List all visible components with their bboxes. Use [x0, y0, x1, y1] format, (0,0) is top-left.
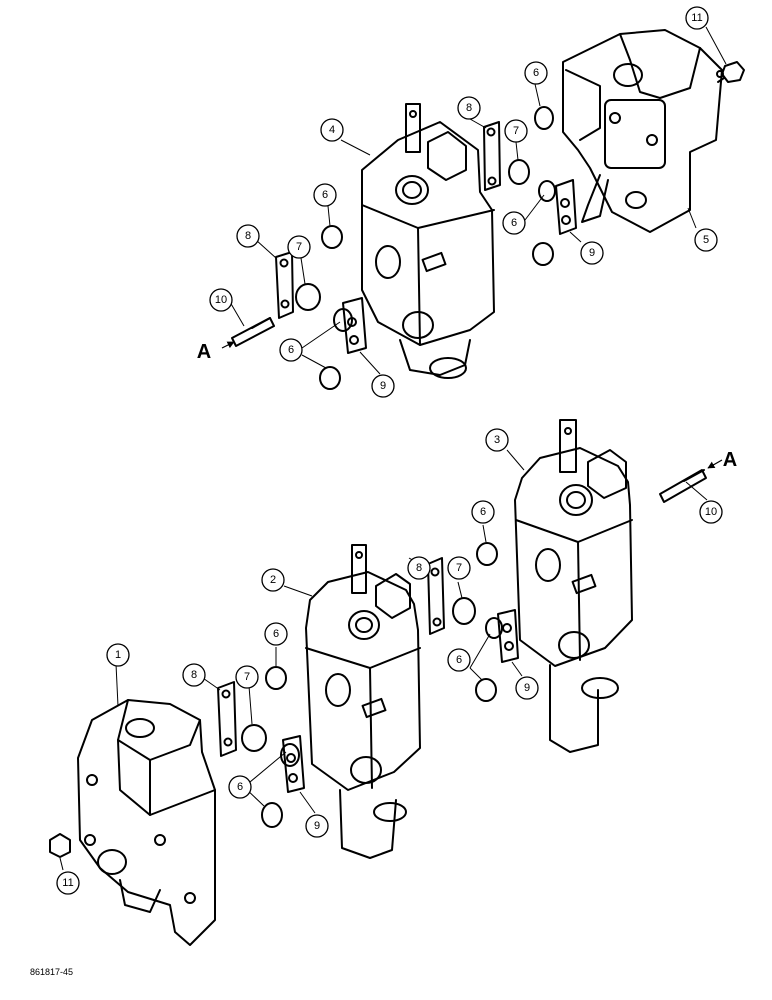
callout-7: 7	[244, 671, 250, 683]
callout-6: 6	[511, 217, 517, 229]
callout-6: 6	[288, 344, 294, 356]
section-arrows	[221, 341, 723, 469]
plate-9-upper-left	[342, 297, 367, 354]
nut-lower-part	[49, 833, 71, 858]
callout-8: 8	[466, 102, 472, 114]
callout-1: 1	[115, 649, 121, 661]
callout-2: 2	[270, 574, 276, 586]
callout-6: 6	[237, 781, 243, 793]
callout-6: 6	[456, 654, 462, 666]
valve-section-lower-right-part	[514, 419, 633, 753]
plate-9-upper-right	[555, 179, 577, 235]
callout-3: 3	[494, 434, 500, 446]
gasket-upper-left	[275, 251, 294, 319]
callout-4: 4	[329, 124, 335, 136]
callout-7: 7	[296, 241, 302, 253]
callout-9: 9	[380, 380, 386, 392]
plate-9-lower-right	[497, 609, 519, 663]
callout-circles	[56, 6, 723, 895]
callout-numbers: 4 6 8 11 7 6 9 5 6 8 7 10 6 9 1 2 3 6 8 …	[62, 12, 717, 889]
callout-6: 6	[480, 506, 486, 518]
leader-lines	[59, 26, 727, 871]
callout-11: 11	[691, 12, 702, 24]
callout-6: 6	[273, 628, 279, 640]
callout-7: 7	[513, 125, 519, 137]
callout-8: 8	[245, 230, 251, 242]
callout-10: 10	[215, 294, 227, 306]
callout-11: 11	[62, 877, 73, 889]
callout-9: 9	[314, 820, 320, 832]
gasket-lower-left	[217, 681, 237, 757]
callout-6: 6	[322, 189, 328, 201]
gasket-lower-right	[427, 557, 445, 635]
o-rings-lower	[241, 542, 503, 828]
callout-5: 5	[703, 234, 709, 246]
inlet-cover-part	[77, 699, 216, 946]
gasket-upper-right	[483, 121, 501, 191]
valve-section-lower-middle-part	[305, 544, 421, 859]
stud-lower	[659, 469, 707, 503]
callout-6: 6	[533, 67, 539, 79]
section-letter-a-lower: A	[723, 449, 737, 471]
callout-10: 10	[705, 506, 717, 518]
end-cover-top-part	[562, 29, 724, 233]
plate-9-lower-left	[282, 735, 305, 793]
callout-7: 7	[456, 562, 462, 574]
callout-8: 8	[416, 562, 422, 574]
callout-9: 9	[524, 682, 530, 694]
o-rings-upper	[295, 106, 556, 390]
callout-8: 8	[191, 669, 197, 681]
nut-upper-part	[717, 61, 745, 83]
figure-reference: 861817-45	[30, 967, 73, 977]
callout-9: 9	[589, 247, 595, 259]
stud-upper	[231, 317, 275, 347]
section-letter-a-upper: A	[197, 341, 211, 363]
valve-section-upper-part	[361, 103, 495, 379]
